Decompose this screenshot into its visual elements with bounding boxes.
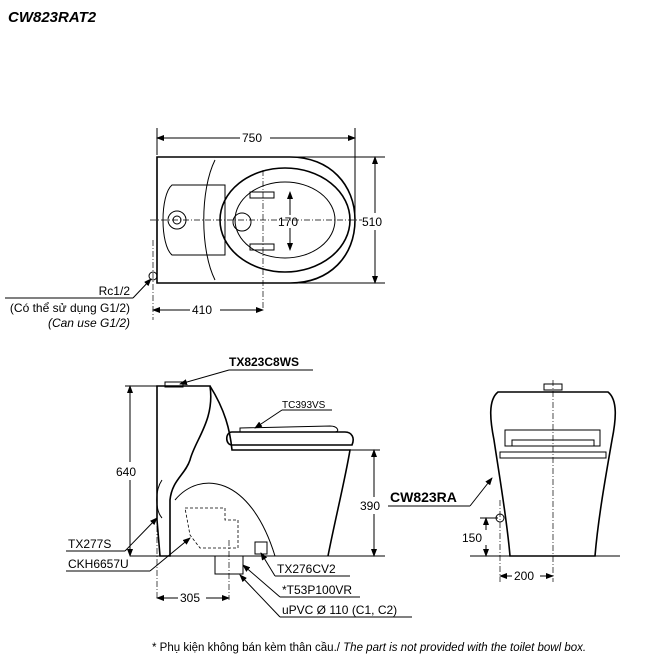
side-view: TX823C8WS TC393VS 640 390 305 TX277S CKH… (66, 355, 412, 618)
front-view: CW823RA 150 200 (388, 380, 620, 583)
seat-height-dim: 390 (360, 499, 380, 513)
inlet-offset-dim: 200 (514, 569, 534, 583)
depth-dim: 510 (362, 215, 382, 229)
top-view: 750 510 170 410 Rc1/2 (Có thể sử dụng G1… (5, 128, 385, 330)
tank-part-label: TX823C8WS (229, 355, 299, 369)
footnote: * Phụ kiện không bán kèm thân cầu./ The … (152, 642, 586, 654)
part-label: CKH6657U (68, 557, 129, 571)
model-title: CW823RAT2 (8, 9, 97, 26)
part-label: uPVC Ø 110 (C1, C2) (282, 603, 397, 617)
footnote-en: The part is not provided with the toilet… (343, 642, 586, 654)
seat-dim: 170 (278, 215, 298, 229)
part-label: TX276CV2 (277, 562, 336, 576)
inlet-note-vi: (Có thể sử dụng G1/2) (10, 301, 130, 315)
part-label: TX277S (68, 537, 111, 551)
height-dim: 640 (116, 465, 136, 479)
seat-part-label: TC393VS (282, 400, 326, 411)
front-model-label: CW823RA (390, 489, 457, 505)
inlet-dim: 410 (192, 303, 212, 317)
width-dim: 750 (242, 131, 262, 145)
part-label: *T53P100VR (282, 583, 352, 597)
inlet-height-dim: 150 (462, 531, 482, 545)
inlet-label: Rc1/2 (99, 284, 131, 298)
inlet-note-en: (Can use G1/2) (48, 316, 130, 330)
footnote-vi: * Phụ kiện không bán kèm thân cầu./ (152, 642, 343, 654)
rough-in-dim: 305 (180, 591, 200, 605)
